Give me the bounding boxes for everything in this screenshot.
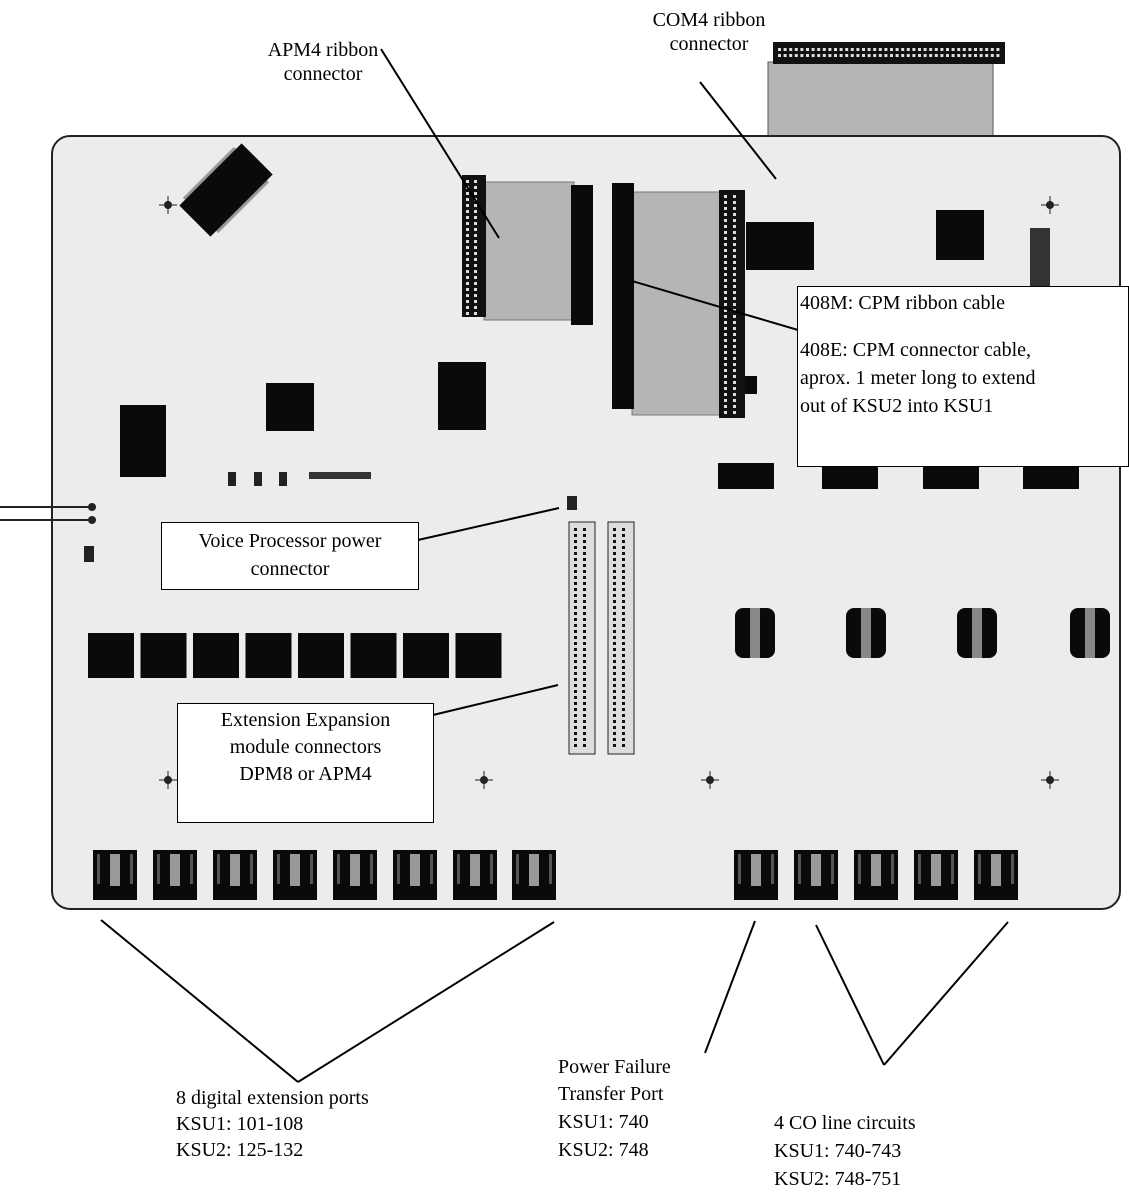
pft-line2: Transfer Port: [558, 1083, 664, 1105]
ic-chips: [120, 210, 1079, 489]
com4-label-line1: COM4 ribbon: [652, 9, 766, 31]
expansion-callout: Extension Expansion module connectors DP…: [177, 703, 434, 823]
pft-line3: KSU1: 740: [558, 1111, 649, 1133]
expansion-connectors: [568, 521, 635, 755]
co-line2: KSU1: 740-743: [774, 1140, 902, 1162]
voice-callout-line2: connector: [250, 558, 330, 580]
apm4-label-line1: APM4 ribbon: [267, 39, 379, 61]
power-failure-label: Power Failure Transfer Port KSU1: 740 KS…: [558, 1055, 671, 1162]
cpm-callout-line4: out of KSU2 into KSU1: [800, 395, 994, 417]
expansion-callout-line1: Extension Expansion: [220, 709, 391, 731]
apm4-label: APM4 ribbon connector: [258, 38, 388, 86]
co-line1: 4 CO line circuits: [774, 1112, 916, 1134]
leader-lines: [100, 48, 1009, 1083]
power-leads: [0, 503, 96, 524]
extension-ports-label: 8 digital extension ports KSU1: 101-108 …: [176, 1086, 369, 1162]
apm4-label-line2: connector: [283, 63, 363, 85]
expansion-callout-line3: DPM8 or APM4: [239, 763, 372, 785]
voice-processor-callout: Voice Processor power connector: [161, 522, 419, 590]
expansion-callout-line2: module connectors: [229, 736, 382, 758]
ext-ports-line3: KSU2: 125-132: [176, 1139, 304, 1161]
mounting-holes: [159, 196, 1059, 789]
cpm-ribbon-cable: [612, 183, 757, 418]
com4-label-line2: connector: [669, 33, 749, 55]
apm4-ribbon-cable: [462, 175, 593, 325]
cpm-callout: 408M: CPM ribbon cable 408E: CPM connect…: [797, 286, 1129, 467]
cpm-callout-line3: aprox. 1 meter long to extend: [800, 367, 1036, 389]
voice-callout-line1: Voice Processor power: [198, 530, 382, 552]
cpm-callout-line1: 408M: CPM ribbon cable: [800, 292, 1005, 314]
jumpers: [84, 228, 1050, 562]
ext-ports-line2: KSU1: 101-108: [176, 1113, 304, 1135]
cpm-callout-line2: 408E: CPM connector cable,: [800, 339, 1032, 361]
coil-row: [735, 608, 1110, 658]
relay-row: [88, 633, 502, 678]
co-lines-label: 4 CO line circuits KSU1: 740-743 KSU2: 7…: [774, 1111, 916, 1191]
rj-ports: [93, 850, 1018, 900]
com4-label: COM4 ribbon connector: [629, 8, 789, 56]
ext-ports-line1: 8 digital extension ports: [176, 1087, 369, 1109]
diagonal-chip: [179, 143, 273, 237]
co-line3: KSU2: 748-751: [774, 1168, 902, 1190]
pft-line1: Power Failure: [558, 1056, 671, 1078]
pft-line4: KSU2: 748: [558, 1139, 649, 1161]
